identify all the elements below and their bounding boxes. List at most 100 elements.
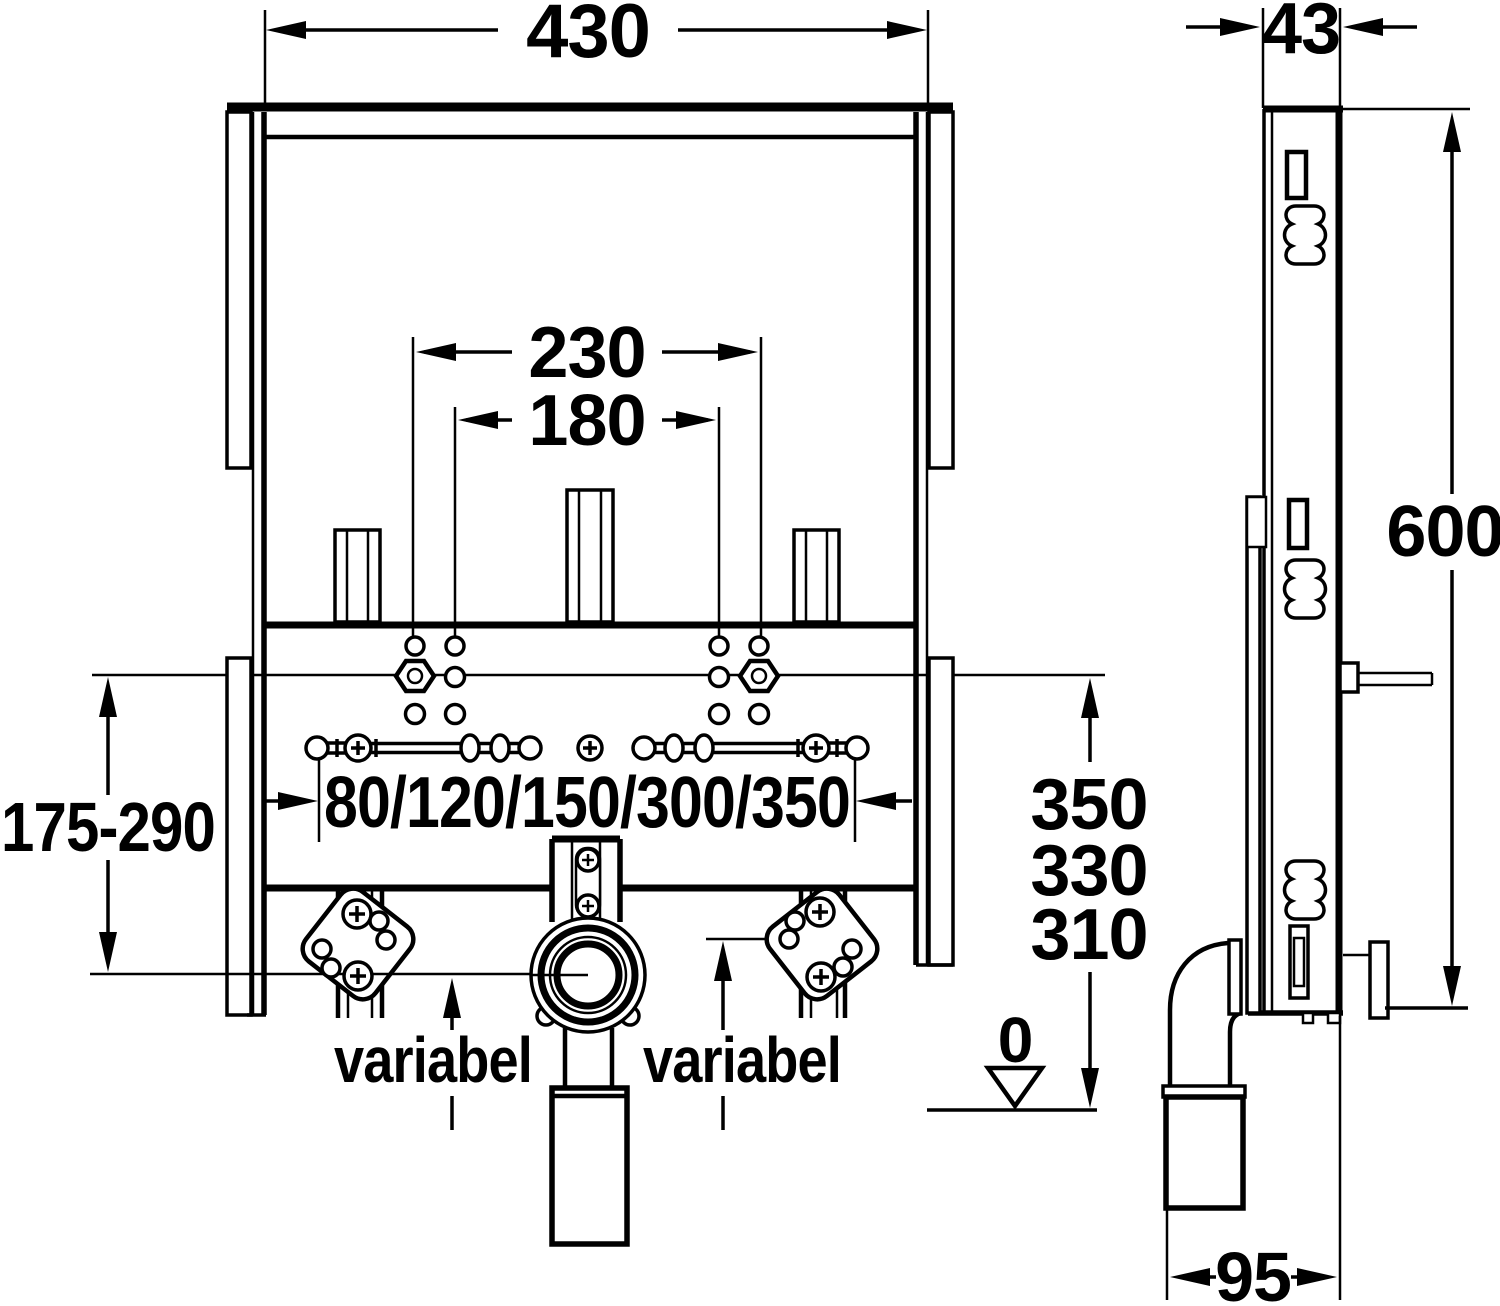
variabel-right-text: variabel xyxy=(643,1024,841,1096)
drain-neck xyxy=(562,1028,615,1088)
bar-bead xyxy=(459,733,481,763)
wall-plate-lower-left xyxy=(225,656,253,1017)
hole5 xyxy=(747,702,771,726)
arrowhead-down xyxy=(99,932,117,972)
bracket-hole xyxy=(368,910,390,932)
dimension-frame-height: 600 xyxy=(1385,112,1500,1010)
hole4 xyxy=(707,702,731,726)
wall-plate-upper-left xyxy=(225,110,253,470)
elbow-outer-wall xyxy=(1167,940,1229,1088)
profile-foot-tab2 xyxy=(1326,1011,1342,1025)
stud-right xyxy=(792,528,841,624)
support-studs xyxy=(333,488,841,624)
side-wall-plate xyxy=(1245,495,1262,1015)
spring-clip-lower xyxy=(1282,859,1328,921)
hole3 xyxy=(707,665,731,689)
profile-slot-lower-inner xyxy=(1292,936,1306,988)
outlet-elbow xyxy=(1161,938,1247,1211)
arrowhead-right xyxy=(1343,18,1383,36)
connection-bracket-left xyxy=(90,886,585,1002)
hole3 xyxy=(443,665,467,689)
arrowhead-up xyxy=(1081,678,1099,718)
hole xyxy=(708,635,730,657)
hole2 xyxy=(748,635,770,657)
hole2 xyxy=(444,635,466,657)
hex-bolt-center xyxy=(750,667,768,685)
hole5 xyxy=(443,702,467,726)
bracket-hole3 xyxy=(311,938,333,960)
dim-text-310: 310 xyxy=(1030,895,1147,975)
dimension-rail-positions: 80/120/150/300/350 xyxy=(264,758,912,843)
dim-text-rail-positions: 80/120/150/300/350 xyxy=(324,763,850,843)
wall-plate-lower-right xyxy=(927,656,955,967)
dim-text-height-range: 175-290 xyxy=(1,788,215,866)
bracket-hole4 xyxy=(832,956,854,978)
dim-text-180: 180 xyxy=(528,381,645,461)
bar-end-ball xyxy=(844,735,870,761)
slotted-bar-right xyxy=(631,733,870,763)
bar-end-ball xyxy=(304,735,330,761)
profile-slot-upper xyxy=(1284,149,1309,201)
arrowhead-right xyxy=(856,792,896,810)
frame-structure xyxy=(225,102,955,1017)
variabel-left: variabel xyxy=(334,978,533,1130)
bracket-hole4 xyxy=(320,957,342,979)
arrowhead-up xyxy=(443,978,461,1018)
stud-left xyxy=(333,528,382,624)
anchor-holes-right xyxy=(707,635,781,726)
drain-socket xyxy=(549,1085,630,1247)
hex-bolt-center xyxy=(406,667,424,685)
arrowhead-down xyxy=(1443,966,1461,1006)
center-screw xyxy=(576,734,604,762)
bracket-hole2 xyxy=(375,929,397,951)
connection-bracket-right xyxy=(764,886,880,1002)
arrowhead-left xyxy=(278,792,318,810)
bar-end-ball2 xyxy=(631,735,657,761)
rear-bracket-plate xyxy=(1368,940,1390,1020)
side-view: 43 xyxy=(1161,0,1500,1306)
arrowhead-up xyxy=(99,677,117,717)
drain-channel xyxy=(549,835,623,922)
datum-zero-text: 0 xyxy=(998,1004,1033,1076)
bar-end-ball2 xyxy=(517,735,543,761)
bracket-hole3 xyxy=(841,938,863,960)
dim-text-330: 330 xyxy=(1030,831,1147,911)
profile-foot-tab xyxy=(1301,1011,1315,1025)
bracket-hole xyxy=(784,910,806,932)
dimension-profile-depth: 43 xyxy=(1186,0,1417,108)
dimension-height-range: 175-290 xyxy=(1,677,216,972)
dim-text-350: 350 xyxy=(1030,765,1147,845)
arrowhead-left xyxy=(1170,1268,1210,1286)
dim-text-430: 430 xyxy=(526,0,650,74)
bar-bead2 xyxy=(489,733,511,763)
datum-triangle-icon xyxy=(983,1065,1047,1110)
anchor-pin-head xyxy=(1338,661,1360,694)
dim-text-95: 95 xyxy=(1215,1238,1291,1306)
bar-bead xyxy=(663,733,685,763)
dim-text-600: 600 xyxy=(1386,492,1500,572)
bracket-hole2 xyxy=(778,928,800,950)
drain-fitting xyxy=(529,916,647,1247)
dimension-frame-width: 430 xyxy=(263,0,930,110)
arrowhead-down xyxy=(1081,1068,1099,1108)
elbow-flange xyxy=(1227,938,1243,1016)
bar-bead2 xyxy=(693,733,715,763)
profile-body xyxy=(1245,105,1470,1025)
dimension-outlet-heights: 350 330 310 xyxy=(927,678,1149,1112)
spring-clip-middle xyxy=(1282,558,1328,620)
profile-slot-middle xyxy=(1286,497,1310,551)
outlet-socket xyxy=(1163,1094,1246,1211)
front-view: 430 230 180 xyxy=(1,0,1149,1247)
slotted-bar-left xyxy=(304,733,543,763)
anchor-holes-left xyxy=(393,635,467,726)
floor-datum: 0 xyxy=(983,1004,1047,1110)
dimension-outlet-depth: 95 xyxy=(1165,1016,1342,1306)
arrowhead-up xyxy=(714,941,732,981)
wall-plate-upper-right xyxy=(927,110,955,470)
side-wall-plate-tab xyxy=(1245,495,1268,549)
variabel-right: variabel xyxy=(643,941,842,1130)
spring-clip-upper xyxy=(1282,204,1328,266)
